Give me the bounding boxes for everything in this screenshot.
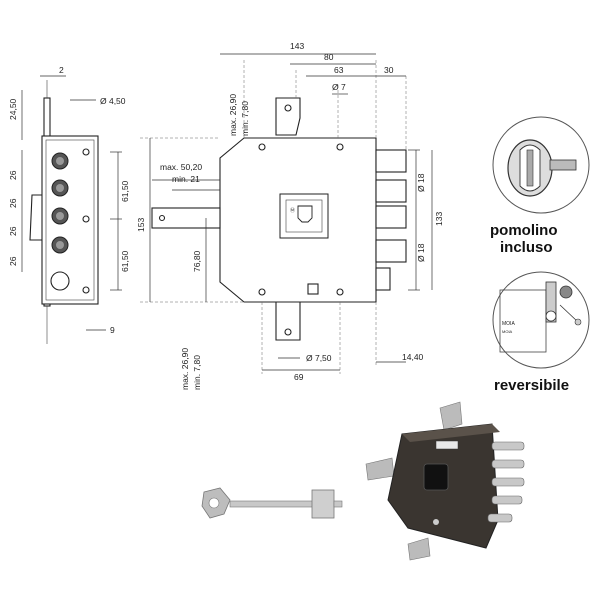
dim-top-min-7-80: min. 7,80 [240,101,250,136]
dim-63: 63 [334,65,344,75]
dim-phi-18-a: Ø 18 [416,173,426,192]
dim-61-50-a: 61,50 [120,180,130,202]
dim-69: 69 [294,372,304,382]
dim-24-50: 24,50 [8,98,18,120]
dim-143: 143 [290,41,304,51]
photo-bolts [487,441,525,523]
dim-153: 153 [136,218,146,232]
bolt-hole-group [51,152,69,254]
reversibile-feature: MOIA MOIA reversibile [492,271,590,394]
pomolino-feature: pomolino incluso [490,116,590,256]
dim-26-a: 26 [8,170,18,180]
mini-label-b: MOIA [502,329,513,334]
dim-min-21: min. 21 [172,174,200,184]
dim-phi-18-b: Ø 18 [416,243,426,262]
latch-circle [50,271,70,291]
dim-phi-7-50: Ø 7,50 [306,353,332,363]
dim-phi-7: Ø 7 [332,82,346,92]
key-image [201,487,343,519]
keyhole-square [279,193,329,239]
front-plate-view: 2 24,50 Ø 4,50 26 26 26 26 61,50 61,50 9 [8,65,130,344]
dim-80: 80 [324,52,334,62]
dim-26-c: 26 [8,226,18,236]
dim-top-max-26-90: max. 26,90 [228,94,238,136]
dim-phi-4-50: Ø 4,50 [100,96,126,106]
dim-9: 9 [110,325,115,335]
dim-2: 2 [59,65,64,75]
pomolino-label-2: incluso [500,239,553,256]
case-view: Ⓜ 143 80 63 30 Ø 7 max. 26 [136,41,444,390]
dim-26-d: 26 [8,256,18,266]
dim-bottom-min-7-80: min. 7,80 [192,355,202,390]
side-bolts [375,149,407,291]
dim-76-80: 76,80 [192,250,202,272]
dim-61-50-b: 61,50 [120,250,130,272]
dim-max-50-20: max. 50,20 [160,162,202,172]
dim-30: 30 [384,65,394,75]
dim-133: 133 [434,212,444,226]
dim-26-b: 26 [8,198,18,208]
dim-bottom-max-26-90: max. 26,90 [180,348,190,390]
pomolino-label-1: pomolino [490,222,558,239]
dim-14-40: 14,40 [402,352,424,362]
lock-photo [365,401,525,561]
svg-text:Ⓜ: Ⓜ [290,207,295,214]
reversibile-label: reversibile [494,377,569,394]
mini-label-a: MOIA [502,321,515,327]
